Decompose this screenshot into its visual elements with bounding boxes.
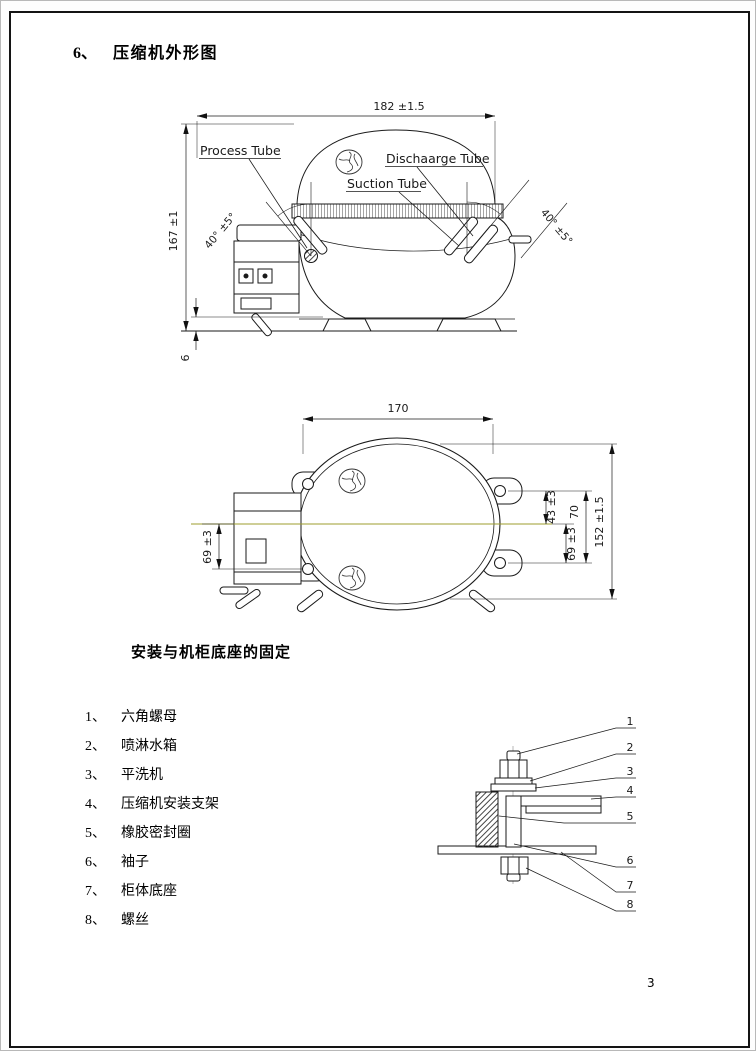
parts-list-item: 1、六角螺母	[85, 701, 219, 730]
rubber-grommet	[475, 791, 499, 848]
page-number: 3	[647, 976, 655, 990]
parts-list-item: 2、喷淋水箱	[85, 730, 219, 759]
hex-nut	[499, 759, 528, 779]
part-number: 6、	[85, 854, 106, 870]
section-title: 6、压缩机外形图	[73, 39, 218, 63]
part-number: 1、	[85, 709, 106, 725]
section-title-text: 压缩机外形图	[113, 45, 219, 62]
parts-list-item: 4、压缩机安装支架	[85, 788, 219, 817]
part-label: 平洗机	[121, 767, 163, 783]
tubes	[293, 215, 532, 264]
assembly-parts	[437, 750, 602, 882]
part-number: 7、	[85, 883, 106, 899]
part-label: 橡胶密封圈	[121, 825, 191, 841]
callout-8: 8	[627, 898, 634, 911]
installation-subtitle: 安装与机柜底座的固定	[131, 645, 292, 661]
callout-3: 3	[627, 765, 634, 778]
part-number: 2、	[85, 738, 106, 754]
part-label: 螺丝	[121, 912, 149, 928]
parts-list-item: 6、袖子	[85, 846, 219, 875]
part-number: 4、	[85, 796, 106, 812]
suction-tube-label: Suction Tube	[347, 176, 427, 191]
dim-left-height-label: 69 ±3	[201, 530, 214, 564]
dim-right-lower-label: 69 ±3	[565, 527, 578, 561]
callout-5: 5	[627, 810, 634, 823]
part-label: 喷淋水箱	[121, 738, 177, 754]
compressor-top-view-drawing: 170 43 ±3 69 ±3 70 152 ±1.5 69 ±3	[191, 402, 617, 613]
angle-dimension-lines	[265, 179, 568, 259]
dim-hole-span-label: 70	[568, 505, 581, 519]
callout-4: 4	[627, 784, 634, 797]
dim-height-label: 167 ±1	[167, 211, 180, 252]
mounting-assembly-drawing: 1 2 3 4 5 6 7 8	[437, 715, 636, 912]
callout-1: 1	[627, 715, 634, 728]
bolt-tip	[506, 750, 521, 761]
section-number: 6、	[73, 45, 98, 62]
mounting-bracket	[520, 795, 602, 807]
dim-base-label: 6	[179, 355, 192, 362]
parts-list: 1、六角螺母 2、喷淋水箱 3、平洗机 4、压缩机安装支架 5、橡胶密封圈 6、…	[85, 701, 219, 933]
parts-list-item: 3、平洗机	[85, 759, 219, 788]
part-label: 袖子	[121, 854, 149, 870]
dimension-lines	[181, 113, 496, 350]
dim-top-width-label: 170	[388, 402, 409, 415]
compressor-side-view-drawing: 182 ±1.5 167 ±1 40° ±5° 40° ±5° 6 Proces…	[167, 100, 575, 362]
screw-head	[500, 856, 529, 875]
tube-label-leader-lines	[199, 158, 483, 249]
part-number: 8、	[85, 912, 106, 928]
part-label: 柜体底座	[121, 883, 177, 899]
mounting-holes	[302, 478, 506, 575]
vent-symbol	[335, 149, 363, 175]
part-label: 压缩机安装支架	[121, 796, 219, 812]
bottom-tubes	[296, 589, 496, 613]
terminal-box	[233, 224, 302, 337]
discharge-tube-label: Dischaarge Tube	[386, 151, 490, 166]
dimension-lines	[202, 416, 617, 600]
washer-lower	[490, 783, 537, 792]
process-tube-label: Process Tube	[200, 143, 281, 158]
dim-overall-height-label: 152 ±1.5	[593, 496, 606, 547]
rubber-seal-plate	[525, 805, 602, 814]
callout-6: 6	[627, 854, 634, 867]
part-label: 六角螺母	[121, 709, 177, 725]
dim-right-upper-label: 43 ±3	[545, 490, 558, 524]
sleeve	[505, 795, 522, 848]
washer-upper	[494, 777, 533, 785]
callout-numbers: 1 2 3 4 5 6 7 8	[627, 715, 634, 911]
parts-list-item: 7、柜体底座	[85, 875, 219, 904]
callout-7: 7	[627, 879, 634, 892]
parts-list-item: 8、螺丝	[85, 904, 219, 933]
part-number: 3、	[85, 767, 106, 783]
callout-leader-lines	[498, 727, 636, 912]
part-number: 5、	[85, 825, 106, 841]
terminal-box-top	[219, 492, 302, 610]
vent-symbol	[338, 468, 366, 494]
callout-2: 2	[627, 741, 634, 754]
dim-angle-right-label: 40° ±5°	[538, 207, 575, 247]
vent-symbol	[338, 565, 366, 591]
dim-width-label: 182 ±1.5	[373, 100, 424, 113]
parts-list-item: 5、橡胶密封圈	[85, 817, 219, 846]
